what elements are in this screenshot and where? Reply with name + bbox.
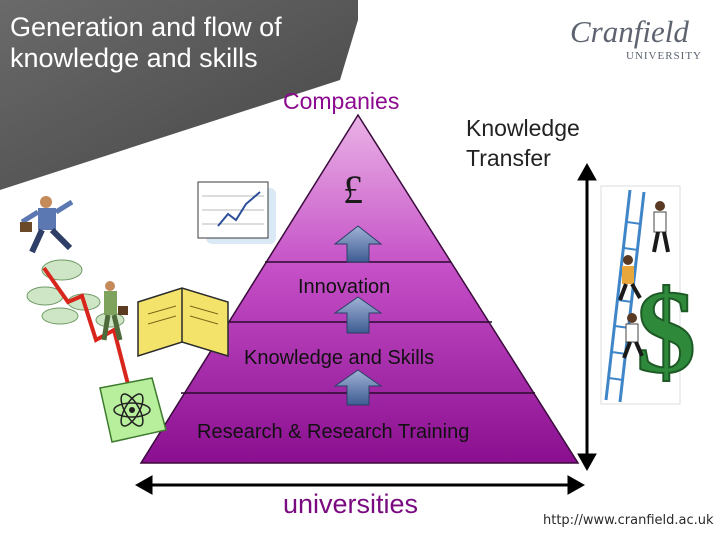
businessman-icon — [20, 196, 74, 254]
svg-text:$: $ — [636, 265, 696, 398]
horizontal-double-arrow — [134, 475, 586, 495]
logo-wordmark: Cranfield — [570, 14, 689, 49]
worker-icon — [101, 281, 128, 341]
ladder-dollar-icon: $ — [600, 185, 697, 405]
url-link[interactable]: http://www.cranfield.ac.uk — [543, 513, 714, 528]
pyramid — [139, 113, 580, 464]
title-line-1: Generation and flow of — [10, 12, 282, 42]
base-label: universities — [283, 489, 419, 519]
level-knowledge-skills: Knowledge and Skills — [244, 347, 435, 369]
up-arrow-icon — [333, 369, 383, 406]
money-chart-icon — [197, 181, 276, 244]
climber-icon — [618, 255, 642, 301]
climber-icon — [622, 313, 644, 359]
falling-trend-arrow — [42, 266, 132, 393]
title-line-2: knowledge and skills — [10, 43, 258, 73]
pound-symbol: £ — [343, 167, 363, 212]
book-icon — [137, 287, 229, 358]
level-research: Research & Research Training — [197, 421, 470, 443]
knowledge-transfer-line-1: Knowledge — [466, 115, 580, 141]
climber-icon — [652, 201, 670, 253]
knowledge-transfer-line-2: Transfer — [466, 145, 551, 171]
level-innovation: Innovation — [298, 276, 391, 298]
logo-subtitle: UNIVERSITY — [626, 50, 702, 62]
apex-label: Companies — [283, 88, 400, 114]
up-arrow-icon — [333, 225, 383, 263]
vertical-double-arrow — [577, 162, 597, 472]
up-arrow-icon — [333, 296, 383, 334]
atom-document-icon — [99, 377, 167, 443]
